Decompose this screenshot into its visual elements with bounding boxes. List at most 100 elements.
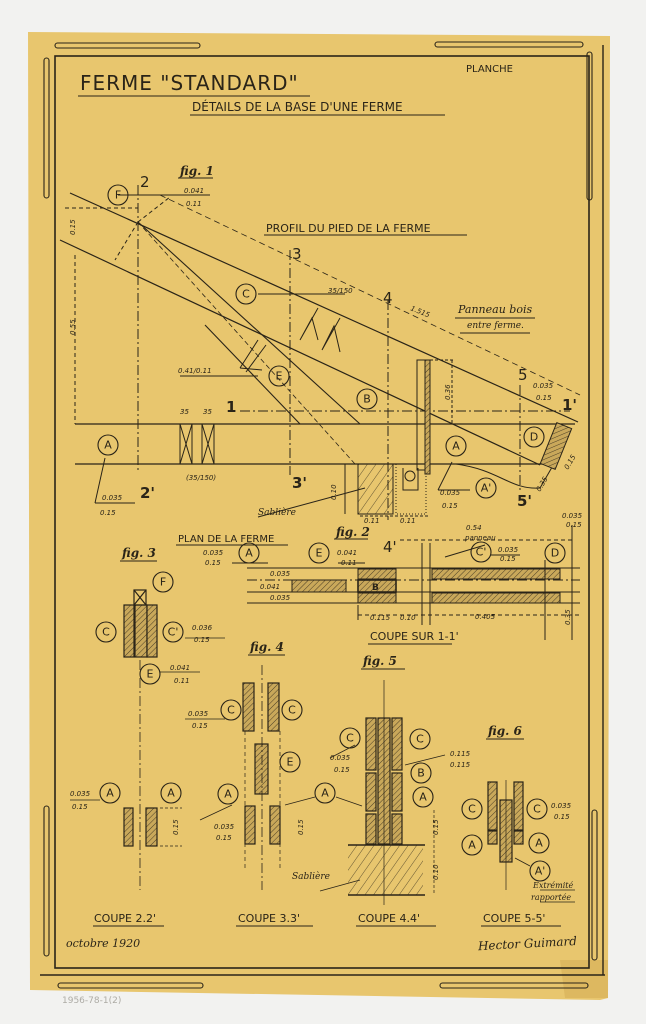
fig3-drawing (123, 589, 225, 890)
svg-text:0.15: 0.15 (216, 834, 232, 842)
svg-text:(35/150): (35/150) (186, 474, 216, 482)
svg-text:0.041: 0.041 (337, 549, 357, 557)
callout-letter: A (535, 837, 543, 850)
svg-text:0.035: 0.035 (214, 823, 235, 831)
callout-d: D (544, 542, 566, 564)
svg-text:0.15: 0.15 (500, 555, 516, 563)
section-mark-4: 4 (383, 289, 393, 307)
fig6-note-1: Extrémité (532, 881, 573, 890)
svg-text:0.15: 0.15 (554, 813, 570, 821)
svg-text:0.15: 0.15 (72, 803, 88, 811)
svg-text:0.035: 0.035 (270, 570, 291, 578)
section-mark-2-prime: 2' (140, 484, 155, 502)
callout-b: B (410, 762, 432, 784)
svg-text:0.036: 0.036 (192, 624, 213, 632)
section-mark-5-prime: 5' (517, 492, 532, 510)
callout-e: E (308, 542, 330, 564)
fig6-dimensions: 0.035 0.15 (551, 802, 572, 821)
svg-text:0.035: 0.035 (562, 512, 583, 520)
fig2-label: fig. 2 (335, 525, 370, 539)
svg-text:0.15: 0.15 (100, 509, 116, 517)
svg-text:0.035: 0.035 (440, 489, 461, 497)
svg-text:0.41/0.11: 0.41/0.11 (178, 367, 212, 375)
signature: Hector Guimard (477, 934, 578, 953)
callout-letter: A (106, 787, 114, 800)
callout-letter: A (224, 788, 232, 801)
callout-letter: A (321, 787, 329, 800)
section-mark-1: 1 (226, 398, 236, 416)
callout-letter: F (115, 189, 121, 202)
sheet-title: FERME "STANDARD" (80, 71, 299, 95)
callout-c: C (95, 621, 117, 643)
svg-text:0.035: 0.035 (270, 594, 291, 602)
svg-text:panneau: panneau (464, 534, 496, 542)
svg-text:0.035: 0.035 (188, 710, 209, 718)
section-mark-3: 3 (292, 245, 302, 263)
svg-text:0.15: 0.15 (334, 766, 350, 774)
callout-letter: C' (168, 626, 179, 639)
fig4-label: fig. 4 (249, 640, 284, 654)
svg-text:0.035: 0.035 (70, 790, 91, 798)
callout-e: E (279, 751, 301, 773)
callout-a: A (528, 832, 550, 854)
fig6-drawing (487, 780, 575, 903)
svg-text:0.405: 0.405 (475, 613, 496, 621)
callout-letter: C (533, 803, 541, 816)
callout-letter: C (102, 626, 110, 639)
callout-letter: C (416, 733, 424, 746)
svg-text:0.035: 0.035 (203, 549, 224, 557)
svg-text:35/150: 35/150 (328, 287, 353, 295)
fig6-label: fig. 6 (487, 724, 522, 738)
callout-c: C (281, 699, 303, 721)
callout-c: C (409, 728, 431, 750)
fig3-label: fig. 3 (121, 546, 156, 560)
callout-a-prime: A' (529, 860, 551, 882)
svg-text:0.11: 0.11 (341, 559, 357, 567)
callout-letter: E (276, 370, 283, 383)
svg-text:35: 35 (203, 408, 212, 416)
callout-letter: E (287, 756, 294, 769)
callout-letter: A' (481, 482, 492, 495)
callout-letter: A (104, 439, 112, 452)
svg-text:0.15: 0.15 (442, 502, 458, 510)
callout-a-prime: A' (475, 477, 497, 499)
svg-text:0.10: 0.10 (432, 864, 440, 880)
date-label: octobre 1920 (66, 937, 140, 950)
fig3-dimensions: 0.036 0.15 0.041 0.11 (170, 624, 213, 685)
svg-text:0.035: 0.035 (533, 382, 554, 390)
svg-text:0.35: 0.35 (564, 609, 572, 625)
callout-a: A (461, 834, 483, 856)
plan-b-label: B (372, 583, 379, 593)
svg-text:0.54: 0.54 (466, 524, 482, 532)
paper-sheet (28, 32, 610, 1000)
callout-a: A (97, 434, 119, 456)
callout-letter: C (468, 803, 476, 816)
fig4-dimensions: 0.035 0.15 0.035 0.15 0.15 (188, 710, 305, 842)
coupe-2-2-label: COUPE 2.2' (94, 912, 156, 925)
svg-text:0.035: 0.035 (551, 802, 572, 810)
section-mark-2: 2 (140, 173, 150, 191)
coupe-3-3-label: COUPE 3.3' (238, 912, 300, 925)
callout-b: B (356, 388, 378, 410)
svg-text:0.10: 0.10 (330, 484, 338, 500)
section-mark-5: 5 (518, 366, 528, 384)
callout-letter: D (530, 431, 538, 444)
callout-c: C (461, 798, 483, 820)
callout-letter: B (417, 767, 425, 780)
svg-text:0.035: 0.035 (330, 754, 351, 762)
callout-c: C (220, 699, 242, 721)
svg-text:0.10: 0.10 (400, 614, 416, 622)
svg-text:0.115: 0.115 (450, 750, 471, 758)
svg-text:0.115: 0.115 (450, 761, 471, 769)
section-mark-4-prime: 4' (383, 538, 397, 556)
fig1-label: fig. 1 (179, 164, 214, 178)
fig2-title: PLAN DE LA FERME (178, 534, 274, 545)
svg-text:0.041: 0.041 (260, 583, 280, 591)
fig5-drawing (319, 680, 446, 905)
panel-note-1: Panneau bois (457, 303, 532, 316)
callout-letter: E (147, 668, 154, 681)
svg-text:0.15: 0.15 (69, 219, 77, 235)
svg-text:0.035: 0.035 (102, 494, 123, 502)
